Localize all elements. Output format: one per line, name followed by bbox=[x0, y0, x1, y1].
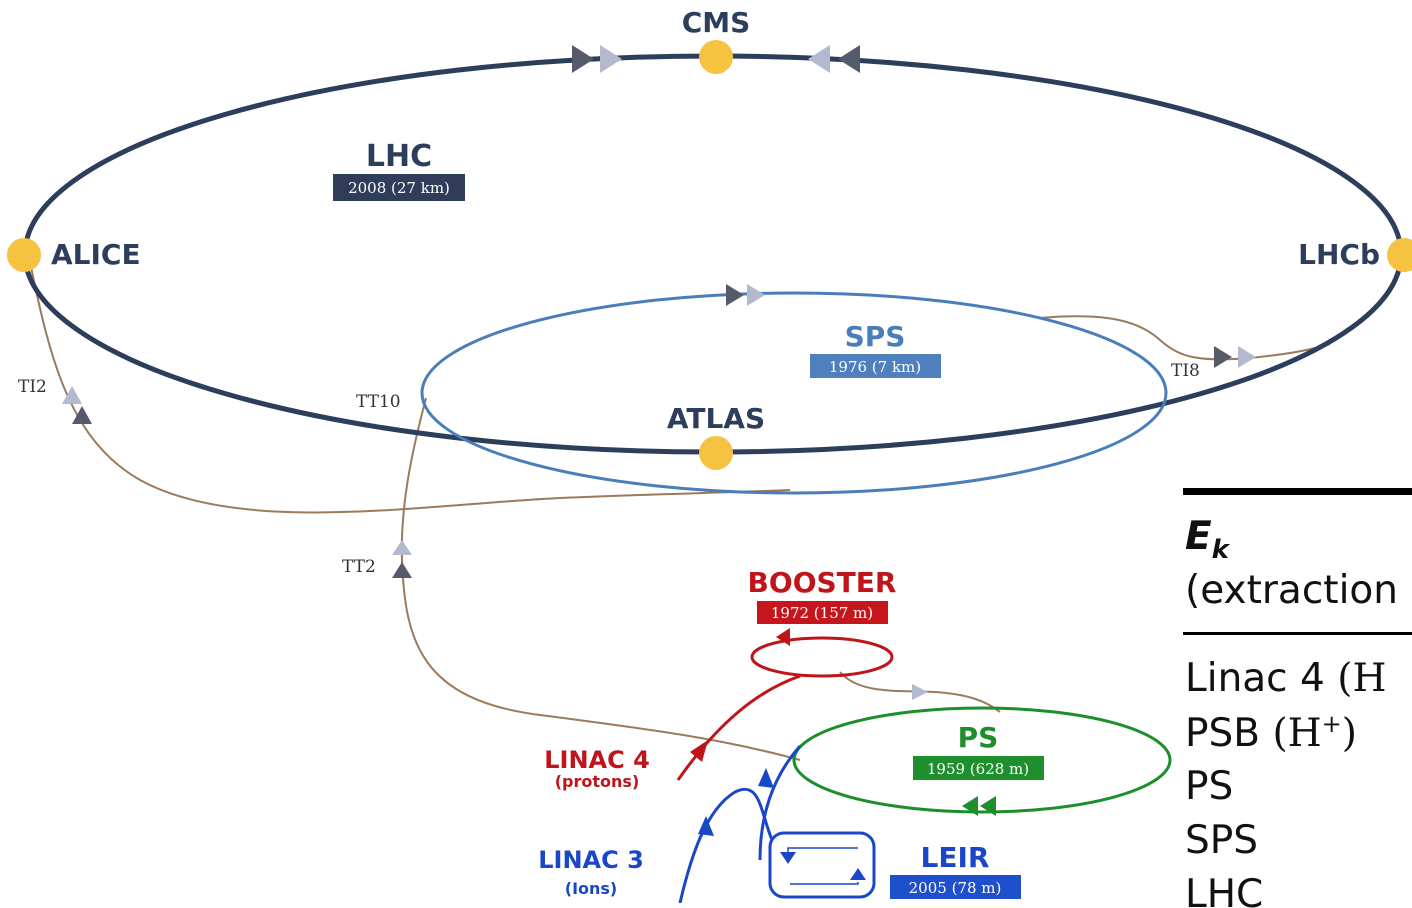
ti2-arrow-2 bbox=[72, 406, 92, 424]
booster-ps-arrow bbox=[912, 684, 928, 700]
tt2-arrow-2 bbox=[392, 562, 412, 578]
tt10-label: TT10 bbox=[356, 392, 401, 412]
lhc-arrow-2 bbox=[600, 45, 622, 73]
ps-label: PS bbox=[958, 721, 999, 754]
lhc-arrow-1 bbox=[572, 45, 594, 73]
lhc-tag: 2008 (27 km) bbox=[348, 179, 450, 197]
booster-tag-bg bbox=[757, 601, 888, 624]
linac4-label: LINAC 4 bbox=[544, 746, 650, 774]
table-row-linac4: Linac 4 (H bbox=[1185, 656, 1387, 701]
ti8-arrow-2 bbox=[1238, 346, 1256, 368]
linac3-label: LINAC 3 bbox=[538, 846, 644, 874]
direction-arrows bbox=[62, 45, 1256, 880]
leir-tag: 2005 (78 m) bbox=[909, 879, 1002, 897]
linac3-lines bbox=[678, 745, 802, 903]
leir-arrow-2 bbox=[850, 868, 866, 880]
table-header: Ek bbox=[1185, 514, 1229, 565]
lhc-arrow-4 bbox=[838, 45, 860, 73]
tt2-arrow-1 bbox=[392, 540, 412, 555]
cms-label: CMS bbox=[682, 6, 751, 39]
transfer-lines bbox=[29, 261, 1331, 761]
linac3-sub: (Ions) bbox=[565, 879, 617, 898]
ti8-line bbox=[1039, 315, 1331, 361]
ps-arrow-2 bbox=[980, 796, 996, 816]
lhcb-dot bbox=[1387, 238, 1412, 272]
table-mid-rule bbox=[1183, 632, 1412, 635]
ek-symbol: E bbox=[1185, 514, 1212, 559]
table-header-note: (extraction bbox=[1185, 568, 1398, 613]
lhc-ring bbox=[22, 53, 1404, 455]
alice-dot bbox=[7, 238, 41, 272]
sps-label: SPS bbox=[845, 320, 906, 353]
booster-tag: 1972 (157 m) bbox=[771, 604, 873, 622]
leir-inner-path bbox=[787, 847, 859, 885]
lhc-tag-bg bbox=[333, 174, 465, 201]
atlas-dot bbox=[699, 436, 733, 470]
linac4-sub: (protons) bbox=[555, 772, 640, 791]
tt2-label: TT2 bbox=[342, 557, 376, 577]
cms-dot bbox=[699, 40, 733, 74]
sps-tag: 1976 (7 km) bbox=[829, 358, 921, 376]
ps-arrow-1 bbox=[962, 796, 978, 816]
ps-tag: 1959 (628 m) bbox=[927, 760, 1029, 778]
sps-tag-bg bbox=[810, 354, 941, 378]
ti8-label: TI8 bbox=[1171, 361, 1200, 381]
table-top-rule bbox=[1183, 488, 1412, 495]
booster-ps-line bbox=[839, 671, 1001, 713]
table-row-psb: PSB (H+) bbox=[1185, 710, 1357, 756]
energy-table: Ek (extraction Linac 4 (H PSB (H+) PS SP… bbox=[1183, 488, 1412, 908]
linac3-arrow-1 bbox=[698, 816, 714, 836]
linac4-line bbox=[676, 674, 801, 781]
linac4-arrow bbox=[690, 740, 708, 762]
ti8-arrow-1 bbox=[1214, 346, 1232, 368]
leir-tag-bg bbox=[890, 875, 1021, 899]
sps-ring bbox=[420, 291, 1168, 495]
leir-ring bbox=[768, 831, 876, 899]
atlas-label: ATLAS bbox=[667, 402, 765, 435]
alice-label: ALICE bbox=[51, 238, 141, 271]
table-row-ps: PS bbox=[1185, 764, 1234, 809]
lhc-arrow-3 bbox=[808, 45, 830, 73]
lhc-label: LHC bbox=[366, 139, 432, 174]
table-row-sps: SPS bbox=[1185, 818, 1259, 863]
ek-subscript: k bbox=[1211, 534, 1229, 565]
leir-arrow-1 bbox=[780, 852, 796, 864]
ti2-arrow-1 bbox=[62, 386, 82, 404]
sps-arrow-1 bbox=[726, 284, 744, 306]
booster-arrow bbox=[776, 628, 790, 646]
ps-tag-bg bbox=[913, 756, 1044, 780]
booster-label: BOOSTER bbox=[748, 566, 897, 599]
lhcb-label: LHCb bbox=[1298, 238, 1380, 271]
leir-label: LEIR bbox=[921, 841, 990, 874]
tt10-line bbox=[400, 397, 801, 761]
ti2-label: TI2 bbox=[18, 377, 47, 397]
table-row-lhc: LHC bbox=[1185, 872, 1264, 908]
ps-ring bbox=[792, 706, 1172, 814]
booster-ring bbox=[750, 636, 894, 678]
experiment-dots bbox=[7, 40, 1412, 470]
linac3-arrow-2 bbox=[758, 768, 774, 788]
sps-arrow-2 bbox=[747, 284, 765, 306]
